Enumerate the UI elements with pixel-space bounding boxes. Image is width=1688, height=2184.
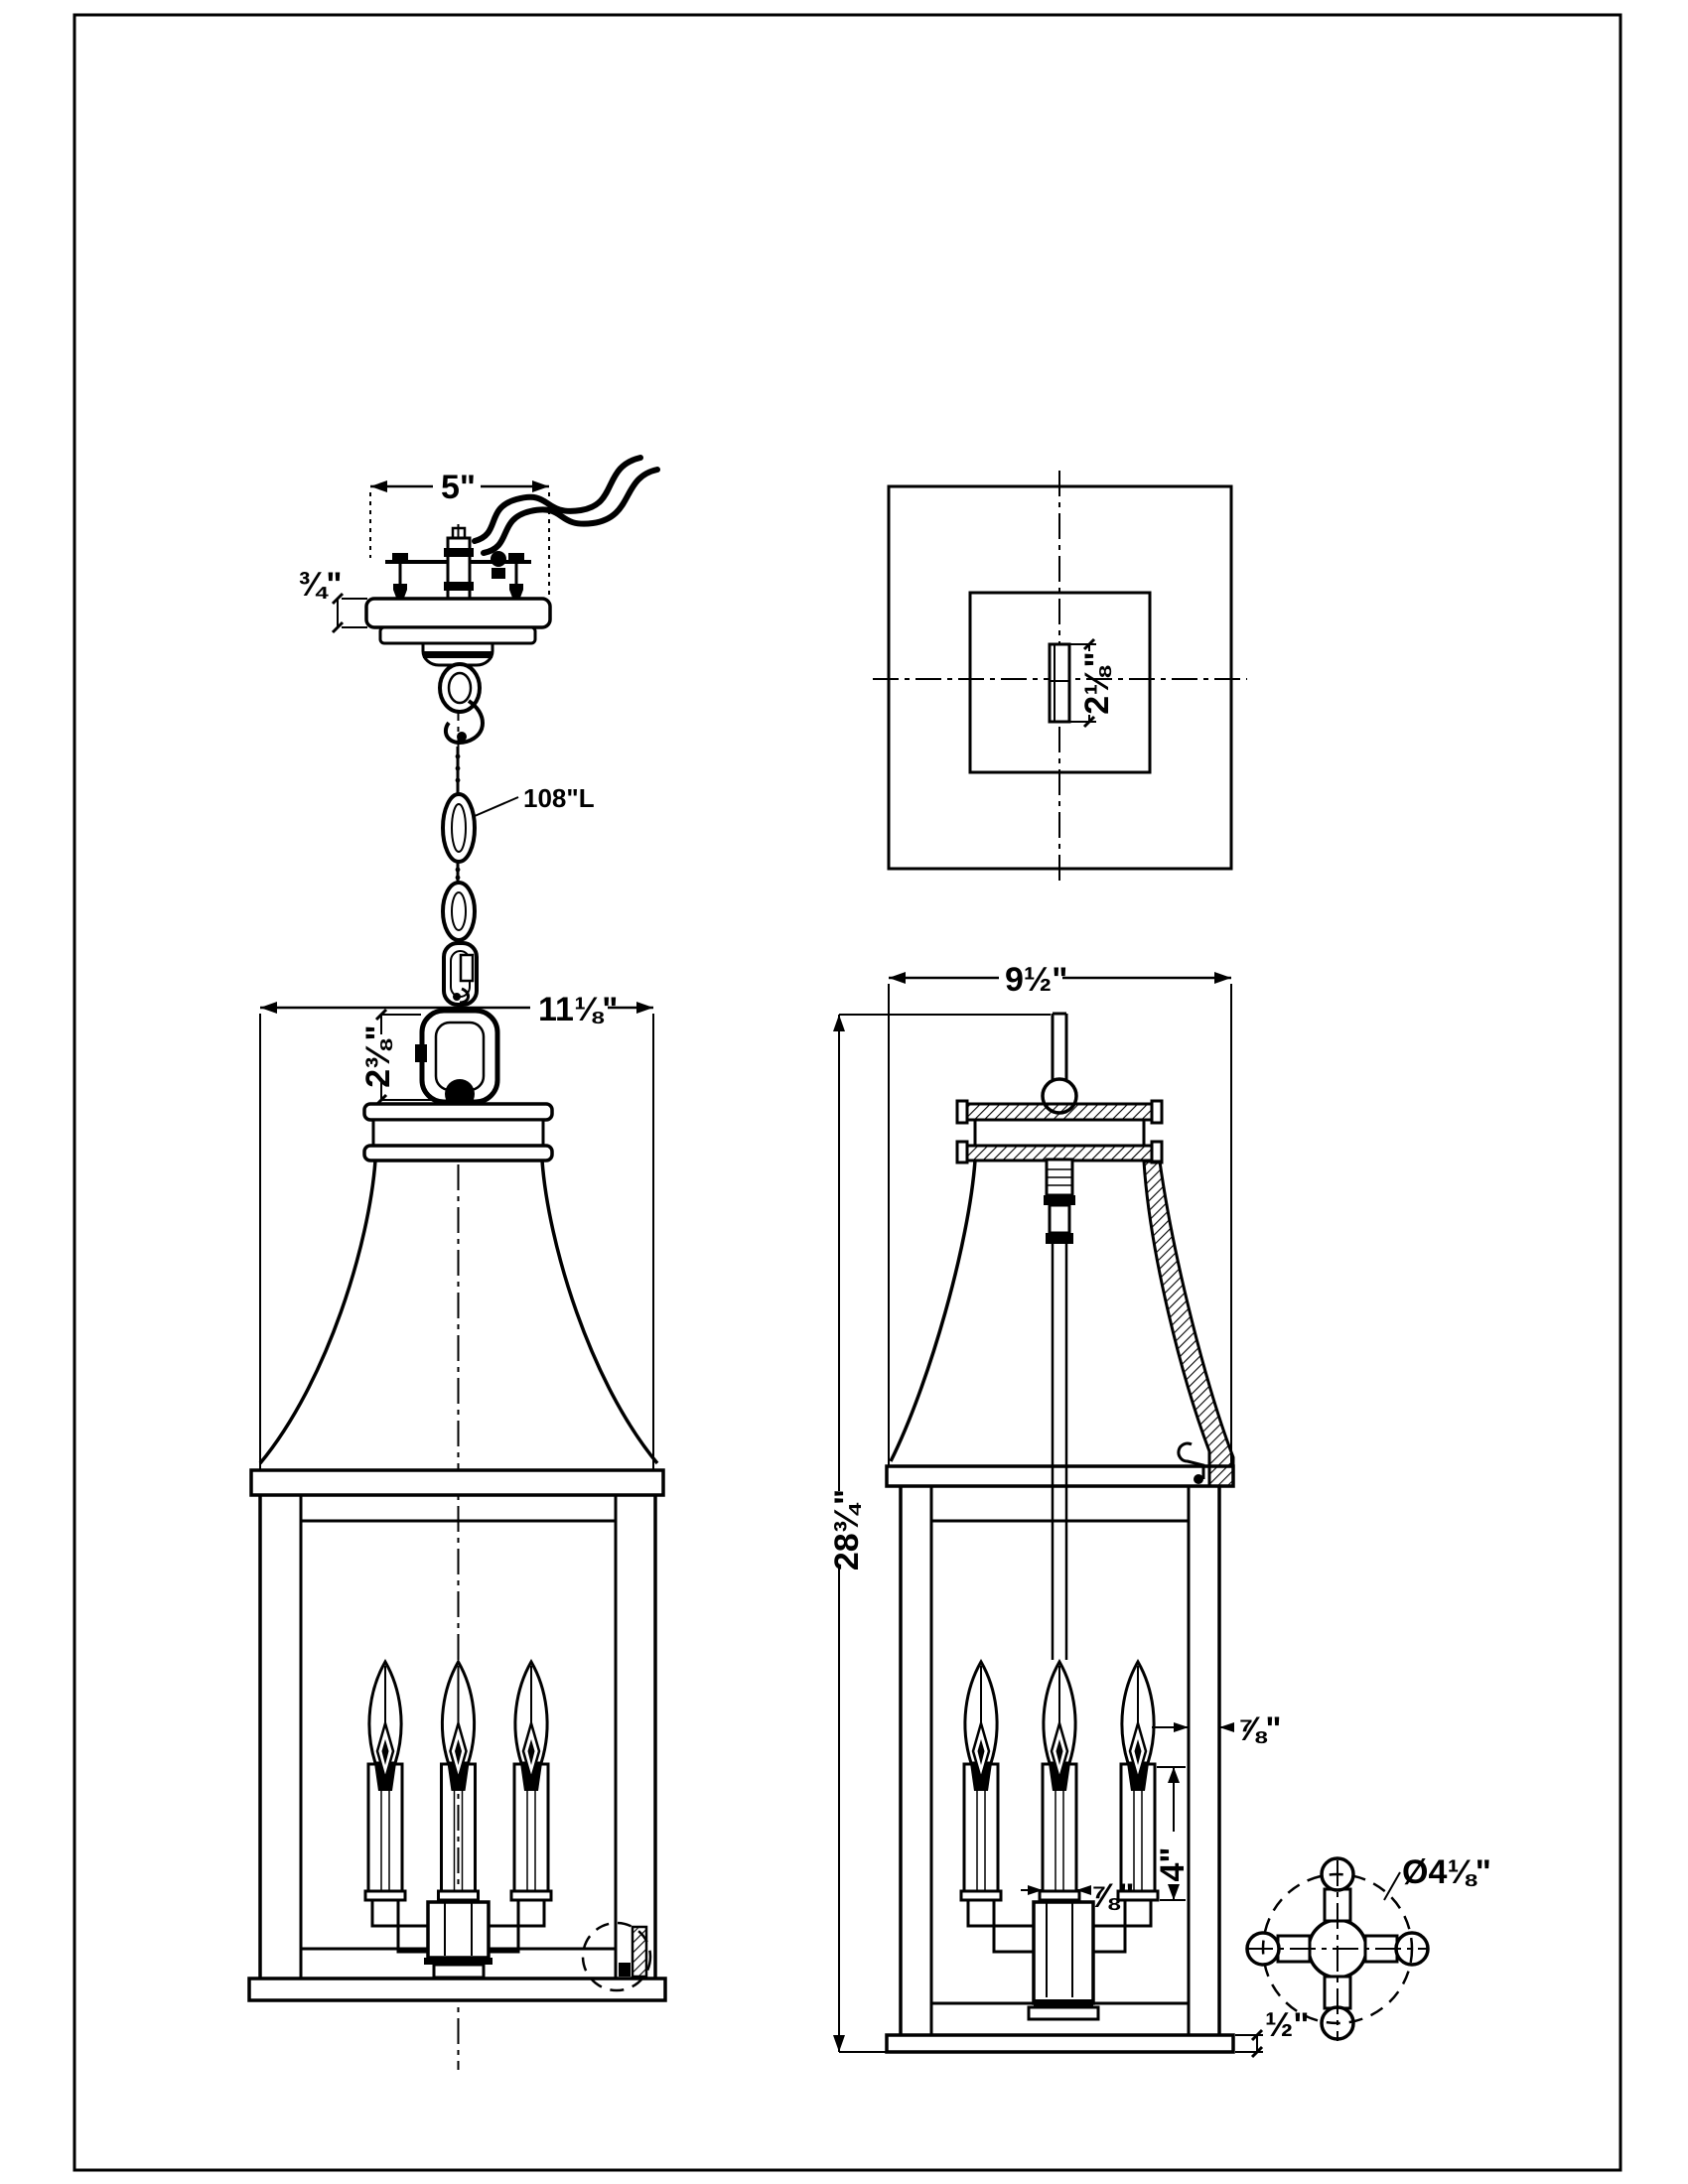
arrowhead bbox=[1214, 972, 1231, 984]
quick-link-gate bbox=[459, 953, 475, 983]
eave-band bbox=[249, 1468, 665, 1497]
collar-band-bottom bbox=[362, 1144, 554, 1162]
cluster-hub bbox=[426, 1900, 491, 1960]
screw-head bbox=[392, 553, 408, 560]
detail-circle bbox=[581, 1921, 652, 1992]
arrowhead bbox=[1168, 1884, 1180, 1900]
arrowhead bbox=[1219, 1722, 1234, 1732]
hub-plate-side bbox=[1027, 2005, 1100, 2021]
dim-candle-sleeve-width: ⅞" bbox=[1090, 1877, 1134, 1915]
canopy-step bbox=[378, 625, 537, 645]
loop-ball bbox=[445, 1079, 475, 1109]
roof-latch bbox=[1177, 1441, 1205, 1479]
dim-canopy-width: 5" bbox=[441, 469, 476, 506]
roof-section-hatched bbox=[1142, 1160, 1235, 1488]
collar-band-mid-side bbox=[973, 1118, 1146, 1148]
chain-link bbox=[441, 881, 477, 942]
hub-plate bbox=[432, 1963, 486, 1979]
screw-head bbox=[508, 553, 524, 560]
arrowhead bbox=[636, 1002, 653, 1014]
arrowhead bbox=[1168, 1767, 1180, 1783]
canopy-front: 5" ¾" bbox=[298, 455, 660, 667]
arrowhead bbox=[1028, 1885, 1043, 1895]
arrowhead bbox=[889, 972, 906, 984]
lantern-base-side bbox=[885, 2033, 1235, 2054]
dim-body-width: 9½" bbox=[1005, 961, 1067, 999]
arrowhead bbox=[260, 1002, 277, 1014]
wire-clamp bbox=[491, 551, 506, 567]
arm-left-side bbox=[966, 1900, 1034, 1954]
roof-right-curve bbox=[540, 1160, 659, 1465]
arrowhead bbox=[833, 2035, 845, 2052]
roof-left-outline bbox=[889, 1160, 977, 1462]
arm-right bbox=[489, 1900, 546, 1954]
dim-base-lip: ½" bbox=[1265, 2006, 1309, 2044]
lantern-base bbox=[247, 1977, 667, 2002]
cluster-hub-side bbox=[1032, 1900, 1095, 2005]
arrowhead bbox=[833, 1015, 845, 1031]
canopy-plate bbox=[364, 597, 552, 629]
detail-hatch bbox=[631, 1925, 648, 1979]
dim-chain-length: 108"L bbox=[523, 783, 595, 813]
collar-band-mid bbox=[371, 1118, 545, 1148]
side-view: 9½" 28¾" bbox=[828, 961, 1309, 2059]
supply-wire-2 bbox=[481, 467, 660, 556]
lantern-front: 11⅛" 2⅜" bbox=[247, 991, 667, 2002]
arrowhead bbox=[1174, 1722, 1189, 1732]
bottom-view: Ø4⅛" bbox=[1245, 1853, 1491, 2041]
s-hook bbox=[443, 699, 485, 746]
crossbar-slot bbox=[1048, 642, 1071, 724]
dim-cluster-diameter: Ø4⅛" bbox=[1402, 1853, 1491, 1891]
dim-loop-height: 2⅜" bbox=[359, 1024, 397, 1087]
dim-slot-width: 2⅛" bbox=[1078, 651, 1116, 714]
dim-canopy-height: ¾" bbox=[298, 566, 342, 604]
suspension-chain: 108"L bbox=[438, 662, 595, 1007]
dim-overall-height: 28¾" bbox=[828, 1489, 866, 1570]
top-view: 2⅛" bbox=[873, 471, 1247, 885]
collar-band-top-side bbox=[963, 1102, 1156, 1122]
eave-band-side bbox=[885, 1464, 1235, 1488]
arm-left bbox=[370, 1900, 428, 1954]
front-view: 5" ¾" bbox=[247, 455, 667, 2070]
sheet-border bbox=[72, 13, 1622, 2172]
dim-candle-sleeve-height: 4" bbox=[1154, 1846, 1192, 1881]
arrowhead bbox=[1076, 1885, 1091, 1895]
dim-frame-thickness: ⅞" bbox=[1237, 1710, 1281, 1748]
arrowhead bbox=[370, 480, 387, 492]
arrowhead bbox=[532, 480, 549, 492]
dim-lantern-width: 11⅛" bbox=[538, 991, 618, 1028]
collar-band-top bbox=[362, 1102, 554, 1122]
arm-right-side bbox=[1093, 1900, 1153, 1954]
roof-left-curve bbox=[258, 1160, 377, 1465]
